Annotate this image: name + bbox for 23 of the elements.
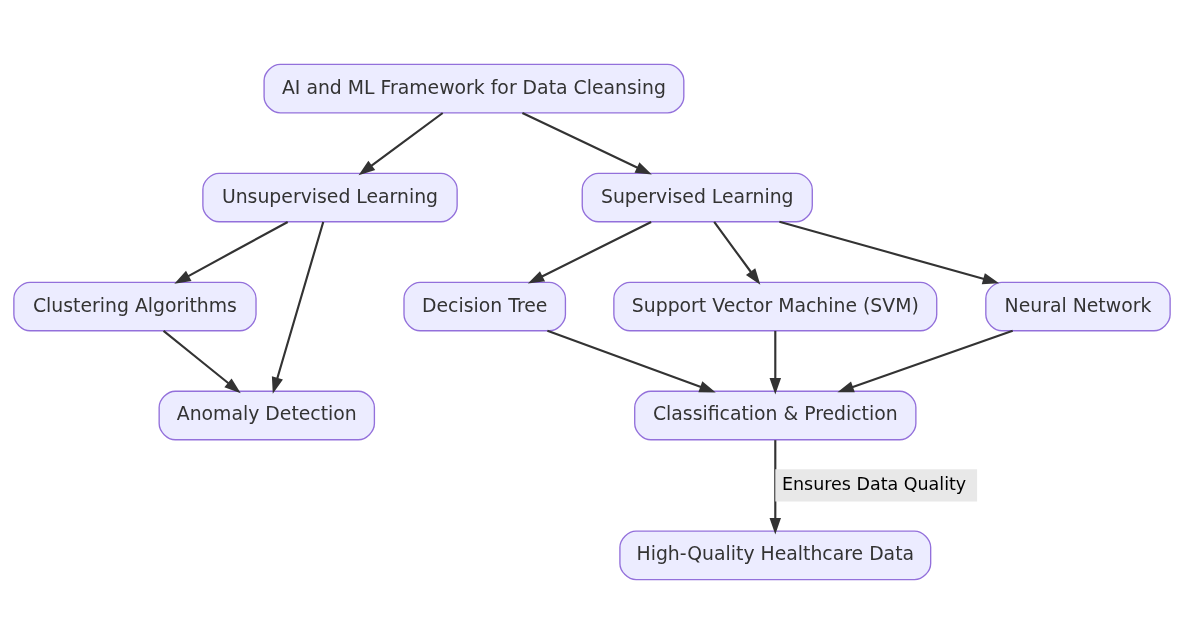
arrow	[358, 111, 444, 175]
arrow	[521, 111, 652, 175]
node-box: Clustering Algorithms	[13, 281, 257, 331]
node-box: High-Quality Healthcare Data	[619, 530, 932, 580]
arrow	[769, 439, 782, 534]
arrow	[174, 220, 289, 284]
node-box: Anomaly Detection	[158, 390, 376, 440]
arrow	[779, 220, 1000, 284]
node-box: Decision Tree	[403, 281, 567, 331]
arrow	[271, 221, 325, 394]
node-box: Neural Network	[985, 281, 1171, 331]
node-box: Unsupervised Learning	[202, 172, 458, 222]
arrow	[769, 330, 782, 394]
arrow	[837, 329, 1014, 392]
node-box: AI and ML Framework for Data Cleansing	[263, 63, 685, 113]
node-box: Supervised Learning	[581, 172, 813, 222]
arrow	[547, 329, 716, 392]
arrow	[527, 220, 652, 284]
node-box: Classification & Prediction	[634, 390, 917, 440]
arrow	[713, 220, 761, 285]
edge-label: Ensures Data Quality	[782, 473, 967, 494]
arrow	[162, 329, 241, 393]
node-box: Support Vector Machine (SVM)	[613, 281, 938, 331]
